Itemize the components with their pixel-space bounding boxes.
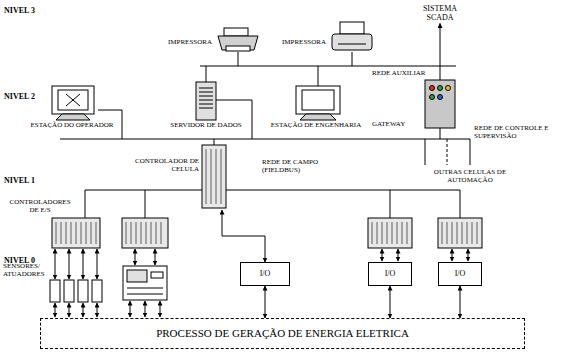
wire: [425, 139, 426, 165]
connector: [440, 23, 441, 80]
node-label: CONTROLADOR DE CELULA: [135, 157, 199, 173]
level-label: NIVEL 1: [4, 176, 35, 185]
process-box: PROCESSO DE GERAÇÃO DE ENERGIA ELETRICA: [40, 318, 525, 349]
fieldbus: [226, 190, 460, 218]
node-label: I/O: [385, 269, 396, 278]
fieldbus: [85, 190, 202, 218]
io-arrows: [55, 249, 468, 317]
fieldbus: [390, 190, 391, 218]
connector: [222, 210, 265, 262]
printer-icon: [332, 22, 372, 50]
connector: [390, 286, 391, 318]
process-title: PROCESSO DE GERAÇÃO DE ENERGIA ELETRICA: [156, 327, 409, 340]
io-box: I/O: [368, 262, 412, 286]
device-label: CONTROLADORES DE E/S: [4, 198, 76, 214]
device-label: SENSORES/ ATUADORES: [3, 262, 49, 278]
wire: [447, 139, 448, 165]
device-label: ESTAÇÃO DE ENGENHARIA: [271, 121, 361, 129]
cell-controller-node: CONTROLADOR DE CELULA: [135, 145, 230, 210]
device-label: SERVIDOR DE DADOS: [170, 121, 241, 129]
device-label: ESTAÇÃO DO OPERADOR: [30, 121, 113, 129]
printer-icon: [218, 28, 258, 51]
node-label: GATEWAY: [372, 120, 405, 128]
rack-icon: [52, 145, 482, 248]
gateway-node: GATEWAY: [370, 80, 462, 132]
io-box: I/O: [438, 262, 482, 286]
wire: [440, 128, 441, 139]
node-label: SISTEMA SCADA: [410, 4, 470, 22]
device-label: IMPRESSORA: [282, 38, 326, 46]
workstation-icon: [52, 86, 94, 120]
node-label: I/O: [260, 269, 271, 278]
network-label: REDE DE CONTROLE E SUPERVISÃO: [474, 124, 569, 140]
wire: [216, 100, 252, 139]
wire: [318, 66, 319, 86]
io-box: I/O: [240, 262, 290, 286]
network-label: REDE DE CAMPO (FIELDBUS): [262, 158, 337, 174]
device-panel: [123, 266, 167, 300]
scada-label-node: SISTEMA SCADA: [410, 4, 470, 22]
sensor-icon: [50, 280, 102, 302]
wire: [352, 52, 353, 66]
network-label: REDE AUXILIAR: [372, 69, 425, 77]
wire: [470, 139, 471, 165]
device-label: IMPRESSORA: [168, 38, 212, 46]
connector: [460, 286, 461, 318]
note-label: OUTRAS CELULAS DE AUTOMAÇÃO: [420, 168, 520, 184]
workstation-icon: [296, 86, 340, 120]
gateway-icon: [425, 80, 455, 128]
wire: [206, 66, 207, 82]
level-label: NIVEL 3: [4, 6, 35, 15]
wire: [238, 52, 239, 66]
connector: [265, 286, 266, 318]
node-label: I/O: [455, 269, 466, 278]
fieldbus: [145, 190, 146, 218]
wire: [214, 139, 215, 145]
level-label: NIVEL 2: [4, 92, 35, 101]
server-icon: [196, 82, 216, 120]
rack-slots: [56, 149, 477, 244]
